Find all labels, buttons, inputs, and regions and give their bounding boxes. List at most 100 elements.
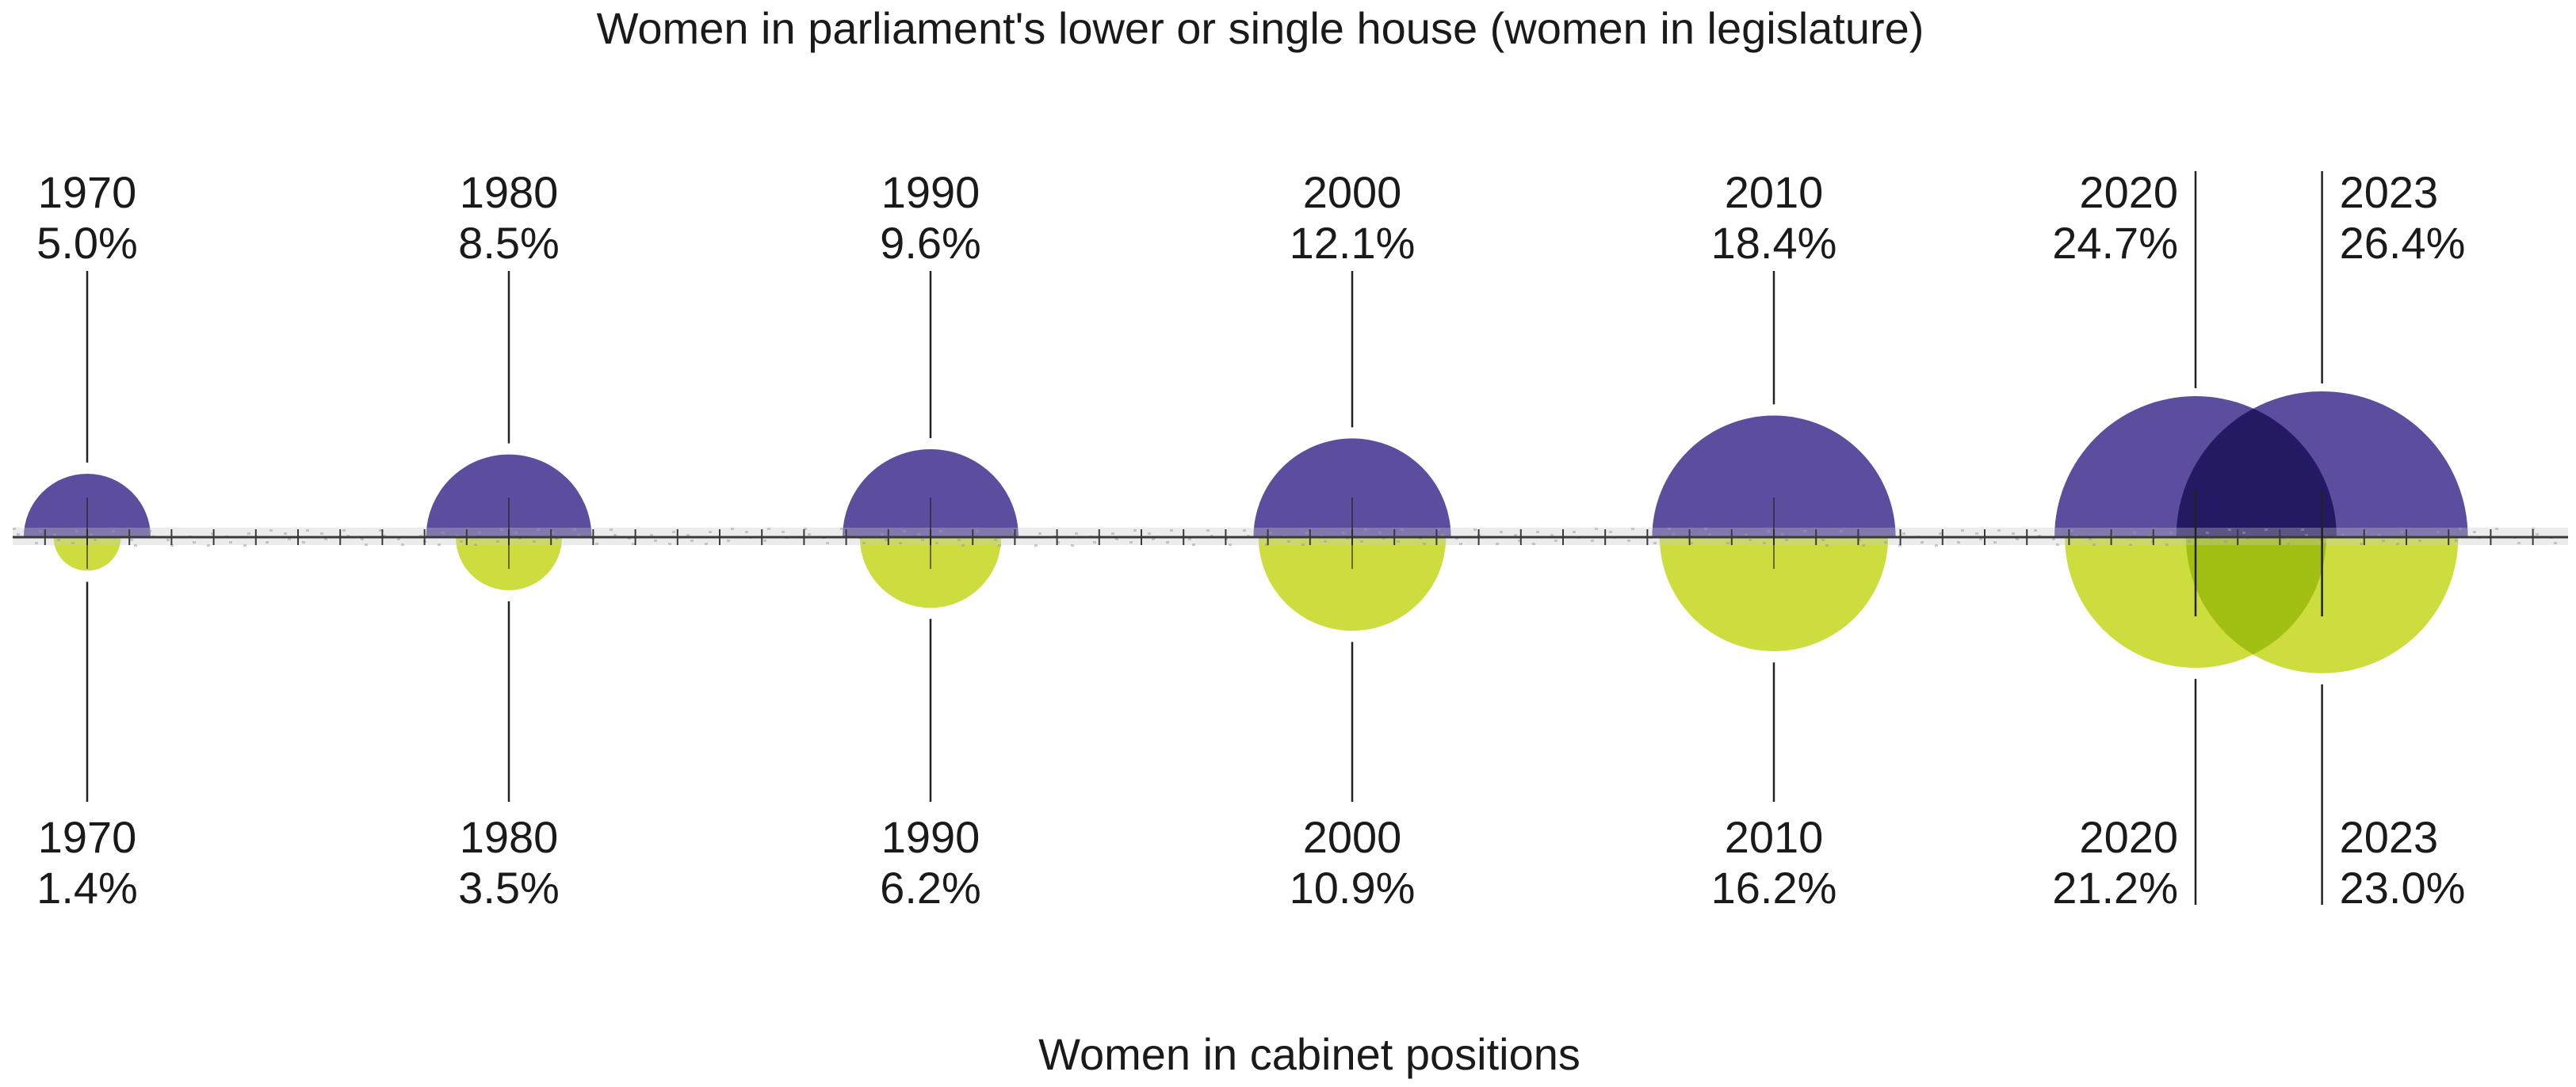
axis-texture (2536, 533, 2539, 536)
axis-texture (1265, 544, 1268, 546)
axis-texture (1012, 530, 1015, 532)
parliament-value-label-2023: 26.4% (2340, 218, 2466, 268)
axis-texture (2495, 528, 2498, 530)
axis-texture (1514, 534, 1517, 536)
axis-texture (1188, 538, 1191, 540)
axis-texture (1627, 540, 1630, 542)
cabinet-value-label-1990: 6.2% (880, 863, 981, 913)
axis-texture (2382, 540, 2385, 542)
axis-texture (881, 533, 884, 536)
axis-texture (2532, 528, 2535, 530)
axis-texture (2554, 542, 2557, 544)
axis-texture (1342, 532, 1345, 534)
axis-texture (610, 528, 613, 531)
axis-texture (1111, 532, 1114, 535)
parliament-year-label-2020: 2020 (2079, 167, 2178, 217)
cabinet-semicircle-2010 (1659, 537, 1889, 651)
axis-texture (361, 538, 364, 540)
axis-texture (2459, 528, 2462, 530)
axis-texture (2089, 538, 2092, 540)
axis-texture (2455, 540, 2458, 542)
cabinet-year-label-2000: 2000 (1303, 812, 1402, 862)
axis-texture (379, 529, 382, 532)
axis-texture (1591, 540, 1594, 542)
axis-texture (899, 542, 902, 544)
axis-texture (1726, 542, 1729, 544)
axis-texture (1057, 541, 1060, 544)
axis-texture (2400, 531, 2403, 533)
axis-texture (1441, 534, 1444, 536)
axis-texture (1364, 528, 1367, 531)
cabinet-year-label-1990: 1990 (881, 812, 980, 862)
axis-texture (577, 534, 580, 536)
parliament-overlap-region (2176, 396, 2337, 537)
axis-texture (2473, 531, 2476, 533)
axis-texture (1993, 541, 1997, 544)
axis-texture (1921, 541, 1924, 544)
axis-texture (1573, 531, 1576, 533)
axis-texture (1129, 541, 1133, 544)
axis-texture (1071, 544, 1074, 547)
axis-texture (1133, 529, 1137, 532)
cabinet-value-label-2023: 23.0% (2340, 863, 2466, 913)
axis-texture (2165, 544, 2169, 546)
axis-texture (2436, 531, 2440, 533)
parliament-value-label-1980: 8.5% (458, 218, 560, 268)
axis-texture (709, 531, 712, 533)
axis-texture (1653, 542, 1657, 544)
parliament-year-label-1990: 1990 (881, 167, 980, 217)
axis-texture (207, 544, 210, 547)
axis-texture (170, 544, 174, 547)
axis-texture (1631, 528, 1634, 530)
axis-texture (474, 544, 477, 546)
axis-texture (1496, 543, 1499, 545)
axis-texture (686, 534, 690, 536)
axis-texture (193, 541, 196, 544)
axis-texture (690, 540, 694, 542)
parliament-value-label-2010: 18.4% (1711, 218, 1837, 268)
axis-texture (939, 530, 942, 532)
axis-texture (976, 530, 979, 532)
axis-texture (1397, 540, 1400, 543)
axis-texture (514, 532, 518, 534)
axis-texture (1152, 538, 1155, 540)
axis-texture (1595, 528, 1598, 530)
axis-texture (1884, 541, 1887, 544)
axis-texture (478, 532, 481, 534)
axis-texture (1206, 529, 1210, 532)
axis-texture (1803, 530, 1806, 532)
axis-texture (1961, 529, 1964, 532)
cabinet-value-label-2010: 16.2% (1711, 863, 1837, 913)
axis-texture (804, 528, 807, 530)
axis-texture (903, 530, 906, 532)
cabinet-year-label-1980: 1980 (460, 812, 559, 862)
axis-texture (1708, 533, 1711, 536)
axis-texture (2396, 543, 2399, 545)
cabinet-value-label-2020: 21.2% (2052, 863, 2178, 913)
axis-texture (1781, 533, 1784, 536)
axis-texture (1704, 528, 1707, 530)
axis-texture (288, 538, 291, 540)
axis-texture (2242, 532, 2245, 534)
axis-texture (632, 543, 635, 545)
axis-texture (1192, 544, 1195, 546)
axis-texture (2287, 543, 2290, 545)
chart-title-cabinet: Women in cabinet positions (1038, 1029, 1580, 1079)
axis-texture (90, 533, 93, 536)
axis-texture (1979, 538, 1982, 540)
axis-texture (885, 539, 888, 541)
axis-texture (1840, 530, 1843, 532)
axis-texture (573, 528, 576, 531)
axis-texture (2052, 538, 2055, 540)
axis-texture (2378, 534, 2381, 536)
axis-texture (1229, 544, 1232, 546)
axis-texture (2228, 528, 2231, 531)
axis-texture (365, 544, 368, 546)
axis-texture (808, 533, 811, 536)
axis-texture (994, 539, 997, 541)
axis-texture (1858, 539, 1861, 541)
axis-texture (745, 531, 748, 533)
axis-texture (2341, 534, 2345, 536)
axis-texture (763, 540, 766, 542)
axis-texture (1301, 544, 1305, 546)
